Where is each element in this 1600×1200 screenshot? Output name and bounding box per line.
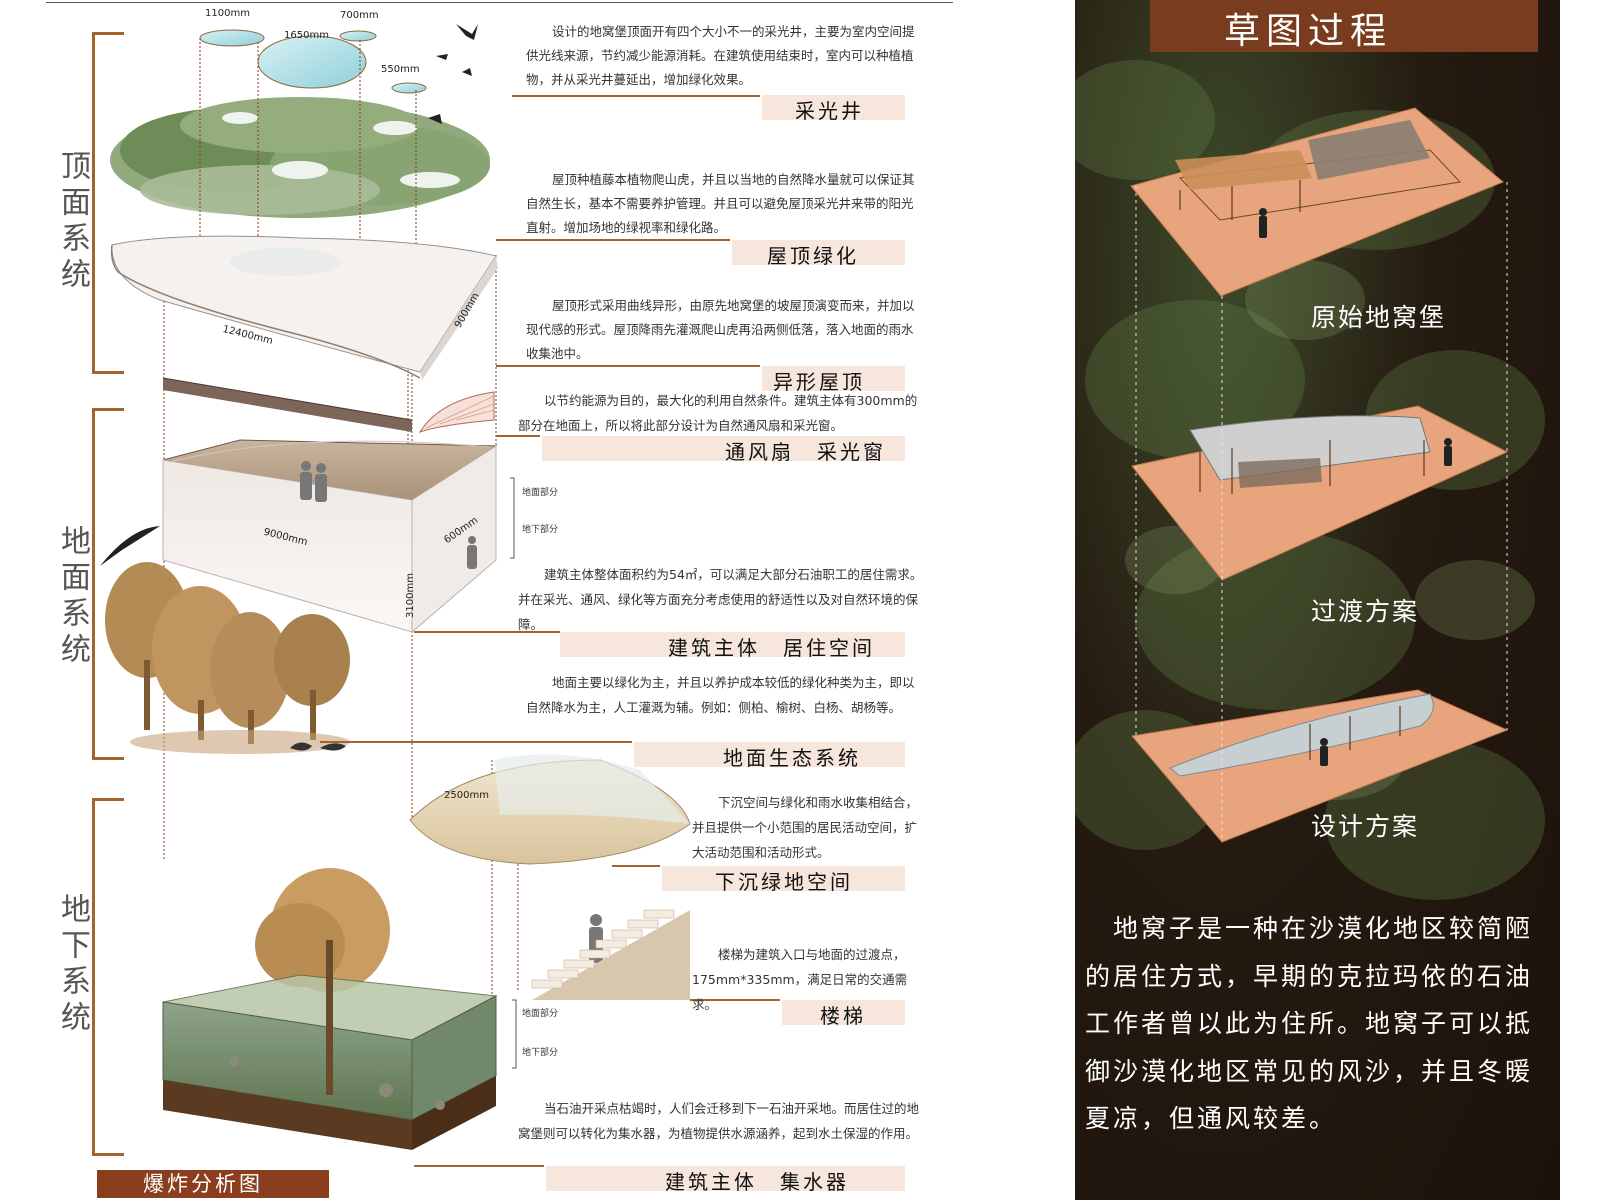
tag-roof-green	[732, 240, 905, 265]
right-margin	[1560, 0, 1600, 1200]
tag-stair	[782, 1000, 905, 1025]
underground-tree	[255, 868, 390, 992]
skylight-wells	[199, 29, 427, 94]
label-roof-system: 顶面系统	[55, 150, 90, 294]
label-ground-system: 地面系统	[55, 525, 90, 669]
title-stair: 楼梯	[820, 1004, 866, 1028]
tag-collector	[546, 1166, 905, 1191]
right-title: 草图过程	[1223, 11, 1392, 52]
stair	[531, 909, 690, 1000]
level-below-1: 地下部分	[522, 525, 559, 535]
title-sunken: 下沉绿地空间	[715, 870, 853, 894]
stage-original: 原始地窝堡	[1311, 303, 1447, 332]
right-title-box	[1150, 0, 1538, 52]
tag-curved-roof	[762, 366, 905, 391]
sunken-green-space	[409, 754, 691, 865]
text-curved-roof: 屋顶形式采用曲线异形，由原先地窝堡的坡屋顶演变而来，并加以现代感的形式。屋顶降雨…	[526, 298, 915, 361]
water-collector	[162, 940, 498, 1150]
curved-roof	[110, 235, 498, 380]
top-rule	[46, 2, 953, 3]
board-title: 爆炸分析图	[143, 1172, 263, 1196]
level-above-2: 地面部分	[522, 1009, 559, 1019]
bracket-underground-system	[92, 798, 124, 1156]
level-below-2: 地下部分	[522, 1048, 559, 1058]
level-above-1: 地面部分	[522, 488, 559, 498]
birds	[100, 24, 478, 566]
title-collector: 建筑主体 集水器	[665, 1170, 849, 1194]
bracket-ground-system	[92, 408, 124, 760]
green-roof-foliage	[110, 97, 490, 218]
section-rules	[320, 95, 780, 1167]
dim-well-700: 700mm	[340, 10, 379, 21]
stage-design: 设计方案	[1311, 812, 1420, 841]
text-roof-green: 屋顶种植藤本植物爬山虎，并且以当地的自然降水量就可以保证其自然生长，基本不需要养…	[526, 172, 915, 235]
dim-well-550: 550mm	[381, 64, 420, 75]
text-stair: 楼梯为建筑入口与地面的过渡点，175mm*335mm，满足日常的交通需求。	[692, 947, 908, 1012]
tag-sunken	[662, 866, 905, 891]
building-main-body	[162, 439, 498, 634]
ground-trees	[105, 562, 350, 754]
level-brackets	[510, 477, 517, 1069]
dim-well-1650: 1650mm	[284, 30, 329, 41]
dim-well-1100: 1100mm	[205, 8, 250, 19]
title-skylight: 采光井	[795, 99, 864, 123]
label-underground-system: 地下系统	[55, 893, 90, 1037]
text-main-body: 建筑主体整体面积约为54㎡，可以满足大部分石油职工的居住需求。并在采光、通风、绿…	[518, 567, 923, 632]
tag-skylight	[762, 95, 905, 120]
title-main-body: 建筑主体 居住空间	[668, 636, 875, 660]
text-ground-eco: 地面主要以绿化为主，并且以养护成本较低的绿化种类为主，即以自然降水为主，人工灌溉…	[526, 675, 915, 715]
skylight-window-arch	[418, 391, 495, 433]
dim-sunken-depth: 2500mm	[444, 790, 489, 801]
tag-ground-eco	[634, 742, 905, 767]
exploded-drawing	[100, 24, 780, 1167]
title-vents: 通风扇 采光窗	[725, 440, 886, 464]
tag-main-body	[560, 632, 905, 657]
text-vents: 以节约能源为目的，最大化的利用自然条件。建筑主体有300mm的部分在地面上，所以…	[518, 393, 918, 433]
intro-text: 地窝子是一种在沙漠化地区较简陋的居住方式，早期的克拉玛依的石油工作者曾以此为住所…	[1085, 914, 1534, 1133]
title-curved-roof: 异形屋顶	[773, 370, 865, 394]
stage-transition: 过渡方案	[1311, 597, 1420, 626]
text-collector: 当石油开采点枯竭时，人们会迁移到下一石油开采地。而居住过的地窝堡则可以转化为集水…	[518, 1101, 920, 1141]
tag-vents	[542, 436, 905, 461]
text-skylight: 设计的地窝堡顶面开有四个大小不一的采光井，主要为室内空间提供光线来源，节约减少能…	[526, 24, 915, 87]
board-title-box	[97, 1170, 329, 1198]
text-sunken: 下沉空间与绿化和雨水收集相结合，并且提供一个小范围的居民活动空间，扩大活动范围和…	[692, 795, 919, 860]
title-roof-green: 屋顶绿化	[767, 244, 859, 268]
bracket-roof-system	[92, 32, 124, 374]
title-ground-eco: 地面生态系统	[723, 746, 861, 770]
vent-fans	[162, 377, 413, 432]
